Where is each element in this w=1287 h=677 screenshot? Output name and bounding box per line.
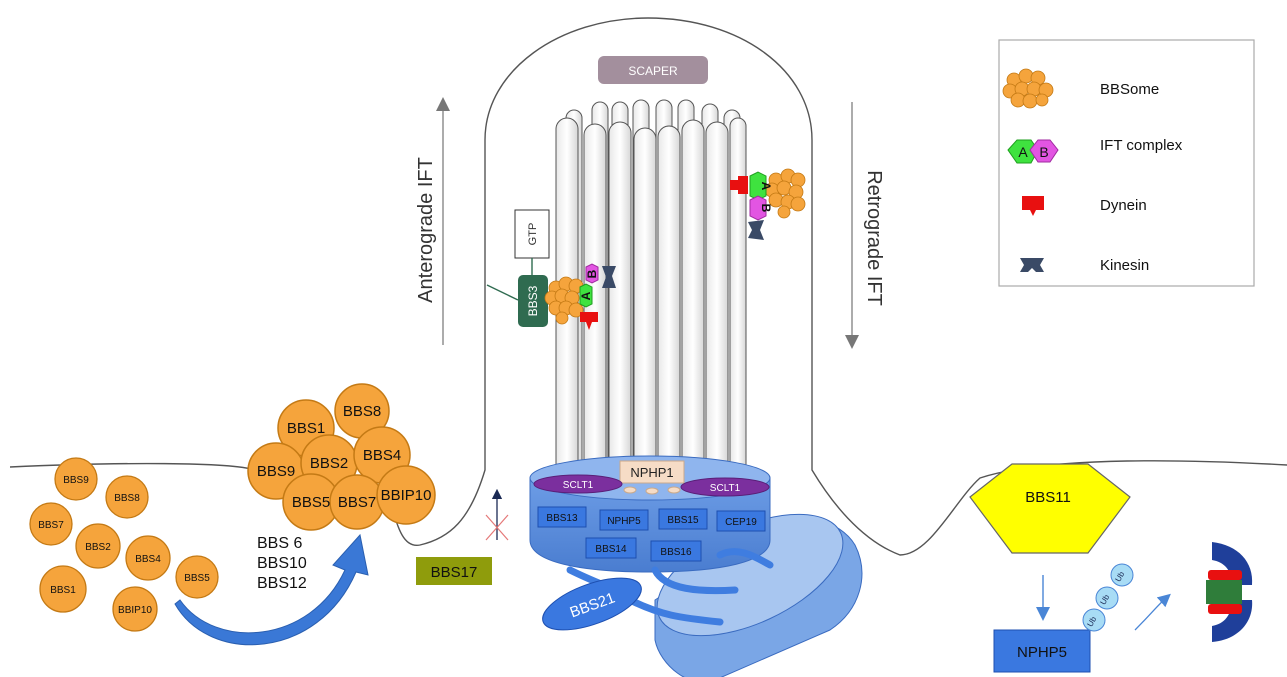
ubiquitin-chain: Ub Ub Ub [1082, 563, 1134, 632]
nphp5-base-box [599, 509, 649, 531]
legend-ift-complex-icon: A B [1007, 139, 1059, 164]
bbs6-label: BBS 6 [257, 535, 302, 552]
bbs17-label: BBS17 [431, 564, 478, 581]
free-bbs8-label: BBS8 [114, 493, 140, 504]
gtp-label: GTP [527, 223, 539, 246]
free-subunits: BBS9 BBS8 BBS7 BBS2 BBS4 BBS1 BBS5 BBIP1… [29, 457, 219, 632]
bbs14-box [585, 537, 637, 559]
gtp-box [514, 209, 550, 259]
free-bbs2 [75, 523, 121, 569]
bbs15-box [658, 508, 708, 530]
anterograde-dynein [580, 312, 598, 330]
nphp1-label: NPHP1 [630, 465, 673, 480]
free-bbs4-label: BBS4 [135, 554, 161, 565]
retrograde-label: Retrograde IFT [863, 170, 885, 306]
bbs13-box [537, 506, 587, 528]
cep19-label: CEP19 [725, 517, 757, 528]
retrograde-bbsome-cluster [764, 168, 806, 219]
bbsome-bbs5-label: BBS5 [292, 494, 330, 511]
assembly-arrow [174, 533, 369, 646]
scaper-label: SCAPER [628, 64, 678, 78]
bbsome-bbs4-label: BBS4 [363, 447, 401, 464]
bbs14-label: BBS14 [595, 544, 627, 555]
retrograde-ift-b [749, 195, 767, 221]
bbs21-ellipse [542, 577, 642, 631]
anterograde-ift-b-label: B [585, 269, 599, 278]
nphp1-box [619, 460, 685, 484]
legend-dynein-icon [1022, 196, 1044, 216]
bbs15-label: BBS15 [667, 515, 699, 526]
anterograde-label: Anterograde IFT [415, 157, 437, 303]
ub-3 [1110, 563, 1134, 587]
free-bbs5-label: BBS5 [184, 573, 210, 584]
free-bbs4 [125, 535, 171, 581]
bbsome-bbip10 [376, 465, 436, 525]
bbsome-complex: BBS1 BBS8 BBS9 BBS2 BBS4 BBS5 BBS7 BBIP1… [247, 383, 436, 531]
legend-ift-b-label: B [1039, 144, 1048, 160]
free-bbs7 [29, 502, 73, 546]
block-cross-b [485, 514, 509, 541]
bbs11-label: BBS11 [1025, 489, 1071, 506]
retrograde-ift-b-label: B [759, 204, 773, 213]
bbs3-membrane-link [486, 284, 519, 301]
bbsome-bbs1-label: BBS1 [287, 420, 325, 437]
bbsome-bbs7-label: BBS7 [338, 494, 376, 511]
basal-cylinder-lower [654, 513, 863, 677]
free-bbs5 [175, 555, 219, 599]
retrograde-kinesin [748, 220, 764, 240]
bbsome-bbip10-label: BBIP10 [381, 487, 432, 504]
sclt1-right-label: SCLT1 [710, 483, 741, 494]
anterograde-ift-a [579, 283, 593, 308]
anterograde-ift-a-label: A [579, 291, 593, 300]
nphp5-right-box [993, 629, 1091, 673]
bbs11-hexagon [969, 463, 1131, 554]
to-proteasome-arrow [1134, 593, 1171, 631]
ub-2 [1095, 586, 1119, 610]
retrograde-ift-a-label: A [759, 182, 773, 191]
free-bbs1-label: BBS1 [50, 585, 76, 596]
nphp5-right-label: NPHP5 [1017, 644, 1067, 661]
sclt1-left-label: SCLT1 [563, 480, 594, 491]
bbsome-bbs9-label: BBS9 [257, 463, 295, 480]
legend-bbsome-label: BBSome [1100, 81, 1159, 98]
sclt1-right [680, 477, 770, 497]
cep19-box [716, 510, 766, 532]
proteasome-icon [1206, 542, 1253, 642]
sclt1-left [533, 474, 623, 494]
scaper-box [598, 56, 708, 84]
free-bbs2-label: BBS2 [85, 542, 111, 553]
legend-dynein-label: Dynein [1100, 197, 1147, 214]
free-bbs9 [54, 457, 98, 501]
legend-kinesin-icon [1020, 258, 1044, 272]
ub-1 [1082, 608, 1106, 632]
bbsome-bbs8-label: BBS8 [343, 403, 381, 420]
free-bbs7-label: BBS7 [38, 520, 64, 531]
bbs17-box [416, 557, 492, 585]
anterograde-kinesin [602, 266, 616, 288]
free-bbs1 [39, 565, 87, 613]
legend-ift-a-label: A [1018, 144, 1028, 160]
bbs3-label: BBS3 [526, 285, 540, 316]
bbs16-label: BBS16 [660, 547, 692, 558]
nphp5-base-label: NPHP5 [607, 516, 641, 527]
legend-bbsome-icon [1002, 68, 1054, 109]
bbs10-label: BBS10 [257, 555, 307, 572]
retrograde-ift-a [749, 171, 767, 201]
legend-kinesin-label: Kinesin [1100, 257, 1149, 274]
bbs16-box [650, 540, 702, 562]
legend-ift-label: IFT complex [1100, 137, 1183, 154]
free-bbs8 [105, 475, 149, 519]
retrograde-dynein [730, 176, 748, 194]
free-bbip10 [112, 586, 158, 632]
free-bbip10-label: BBIP10 [118, 605, 152, 616]
bbs12-label: BBS12 [257, 575, 307, 592]
nphp1-beads [623, 486, 681, 495]
bbsome-bbs2-label: BBS2 [310, 455, 348, 472]
anterograde-bbsome-cluster [544, 276, 584, 325]
bbs3-box [518, 275, 548, 327]
bbs13-label: BBS13 [546, 513, 578, 524]
anterograde-ift-b [585, 263, 599, 284]
free-bbs9-label: BBS9 [63, 475, 89, 486]
